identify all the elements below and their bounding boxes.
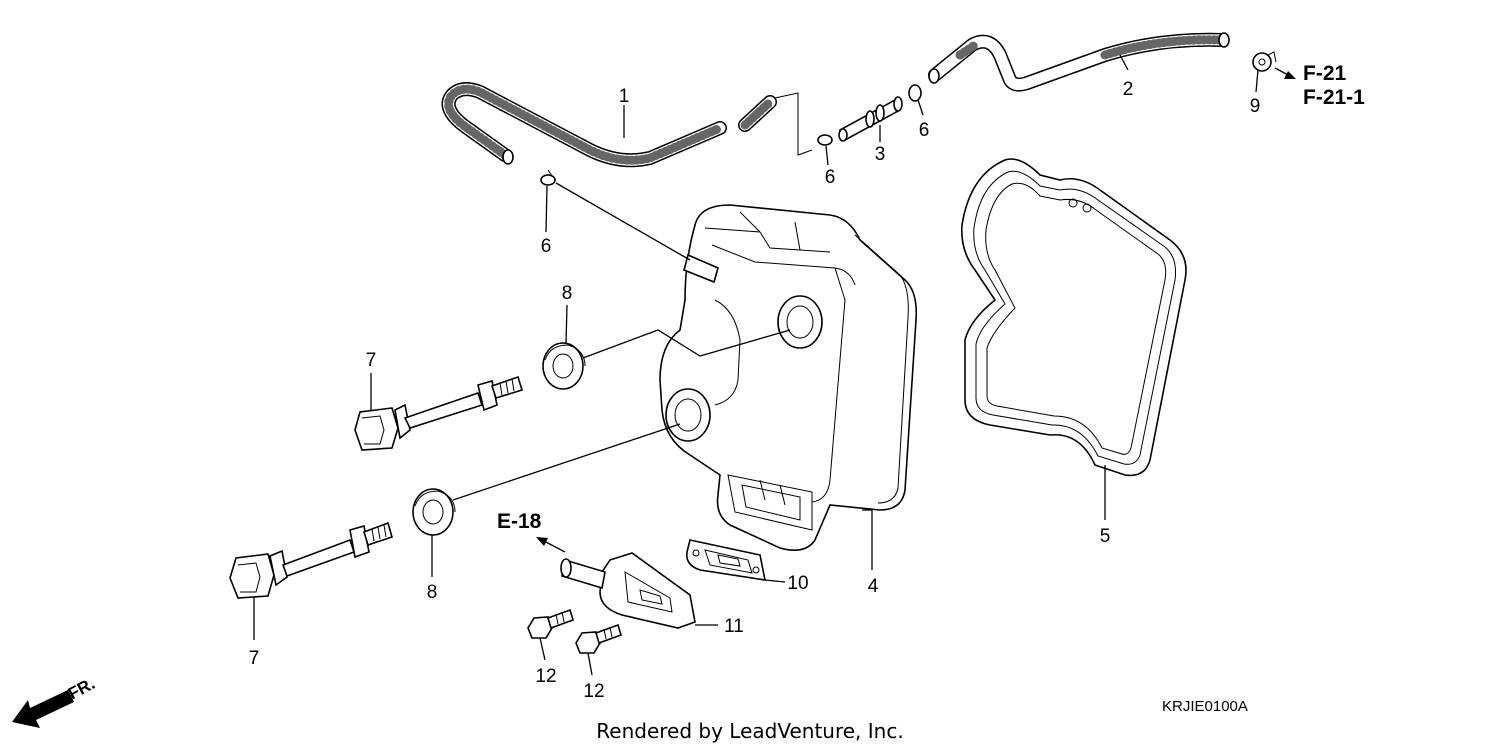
- callout-9[interactable]: 9: [1250, 96, 1261, 117]
- callout-7-upper[interactable]: 7: [366, 350, 377, 371]
- callout-11[interactable]: 11: [724, 616, 744, 637]
- f21-arrow: [1274, 67, 1296, 79]
- gasket-plate-10[interactable]: [685, 539, 767, 581]
- washer-8-lower[interactable]: [412, 488, 456, 536]
- callout-10[interactable]: 10: [787, 573, 808, 594]
- callout-7-lower[interactable]: 7: [249, 648, 260, 669]
- cylinder-head-cover-4[interactable]: [659, 204, 918, 551]
- joint-pipe-3[interactable]: [838, 96, 903, 142]
- hose-1[interactable]: [441, 82, 727, 168]
- bolt-12-left[interactable]: [527, 608, 574, 639]
- callout-8-lower[interactable]: 8: [427, 582, 438, 603]
- diagram-code: KRJIE0100A: [1162, 698, 1248, 715]
- reference-f21-1[interactable]: F-21-1: [1303, 86, 1365, 109]
- reference-e18[interactable]: E-18: [497, 510, 542, 533]
- gasket-5[interactable]: [960, 158, 1187, 477]
- e18-arrow: [536, 537, 566, 553]
- hose-2[interactable]: [928, 32, 1230, 92]
- hose-1-short-section[interactable]: [738, 95, 777, 132]
- washer-8-upper[interactable]: [542, 342, 586, 390]
- footer-credit: Rendered by LeadVenture, Inc.: [596, 719, 903, 743]
- clip-6-upper-left[interactable]: [817, 134, 833, 146]
- callout-12-right[interactable]: 12: [583, 681, 604, 702]
- callout-6-upper-right[interactable]: 6: [919, 120, 930, 141]
- clamp-9[interactable]: [1252, 51, 1277, 72]
- callout-8-upper[interactable]: 8: [562, 283, 573, 304]
- callout-2[interactable]: 2: [1123, 79, 1134, 100]
- reference-f21[interactable]: F-21: [1303, 62, 1347, 85]
- leader-lines: [253, 54, 1259, 676]
- front-direction-arrow: FR.: [12, 674, 98, 728]
- callout-1[interactable]: 1: [619, 86, 630, 107]
- callout-4[interactable]: 4: [868, 576, 879, 597]
- clip-6-upper-right[interactable]: [908, 84, 922, 102]
- clip-6-left[interactable]: [540, 169, 556, 186]
- bolt-12-right[interactable]: [575, 623, 622, 654]
- callout-5[interactable]: 5: [1100, 526, 1111, 547]
- callout-12-left[interactable]: 12: [535, 666, 556, 687]
- bolt-7-lower[interactable]: [229, 521, 393, 599]
- callout-3[interactable]: 3: [875, 144, 886, 165]
- callout-6-left[interactable]: 6: [541, 236, 552, 257]
- cover-plate-11[interactable]: [560, 552, 696, 629]
- bolt-7-upper[interactable]: [354, 375, 523, 451]
- callout-6-upper-left[interactable]: 6: [825, 167, 836, 188]
